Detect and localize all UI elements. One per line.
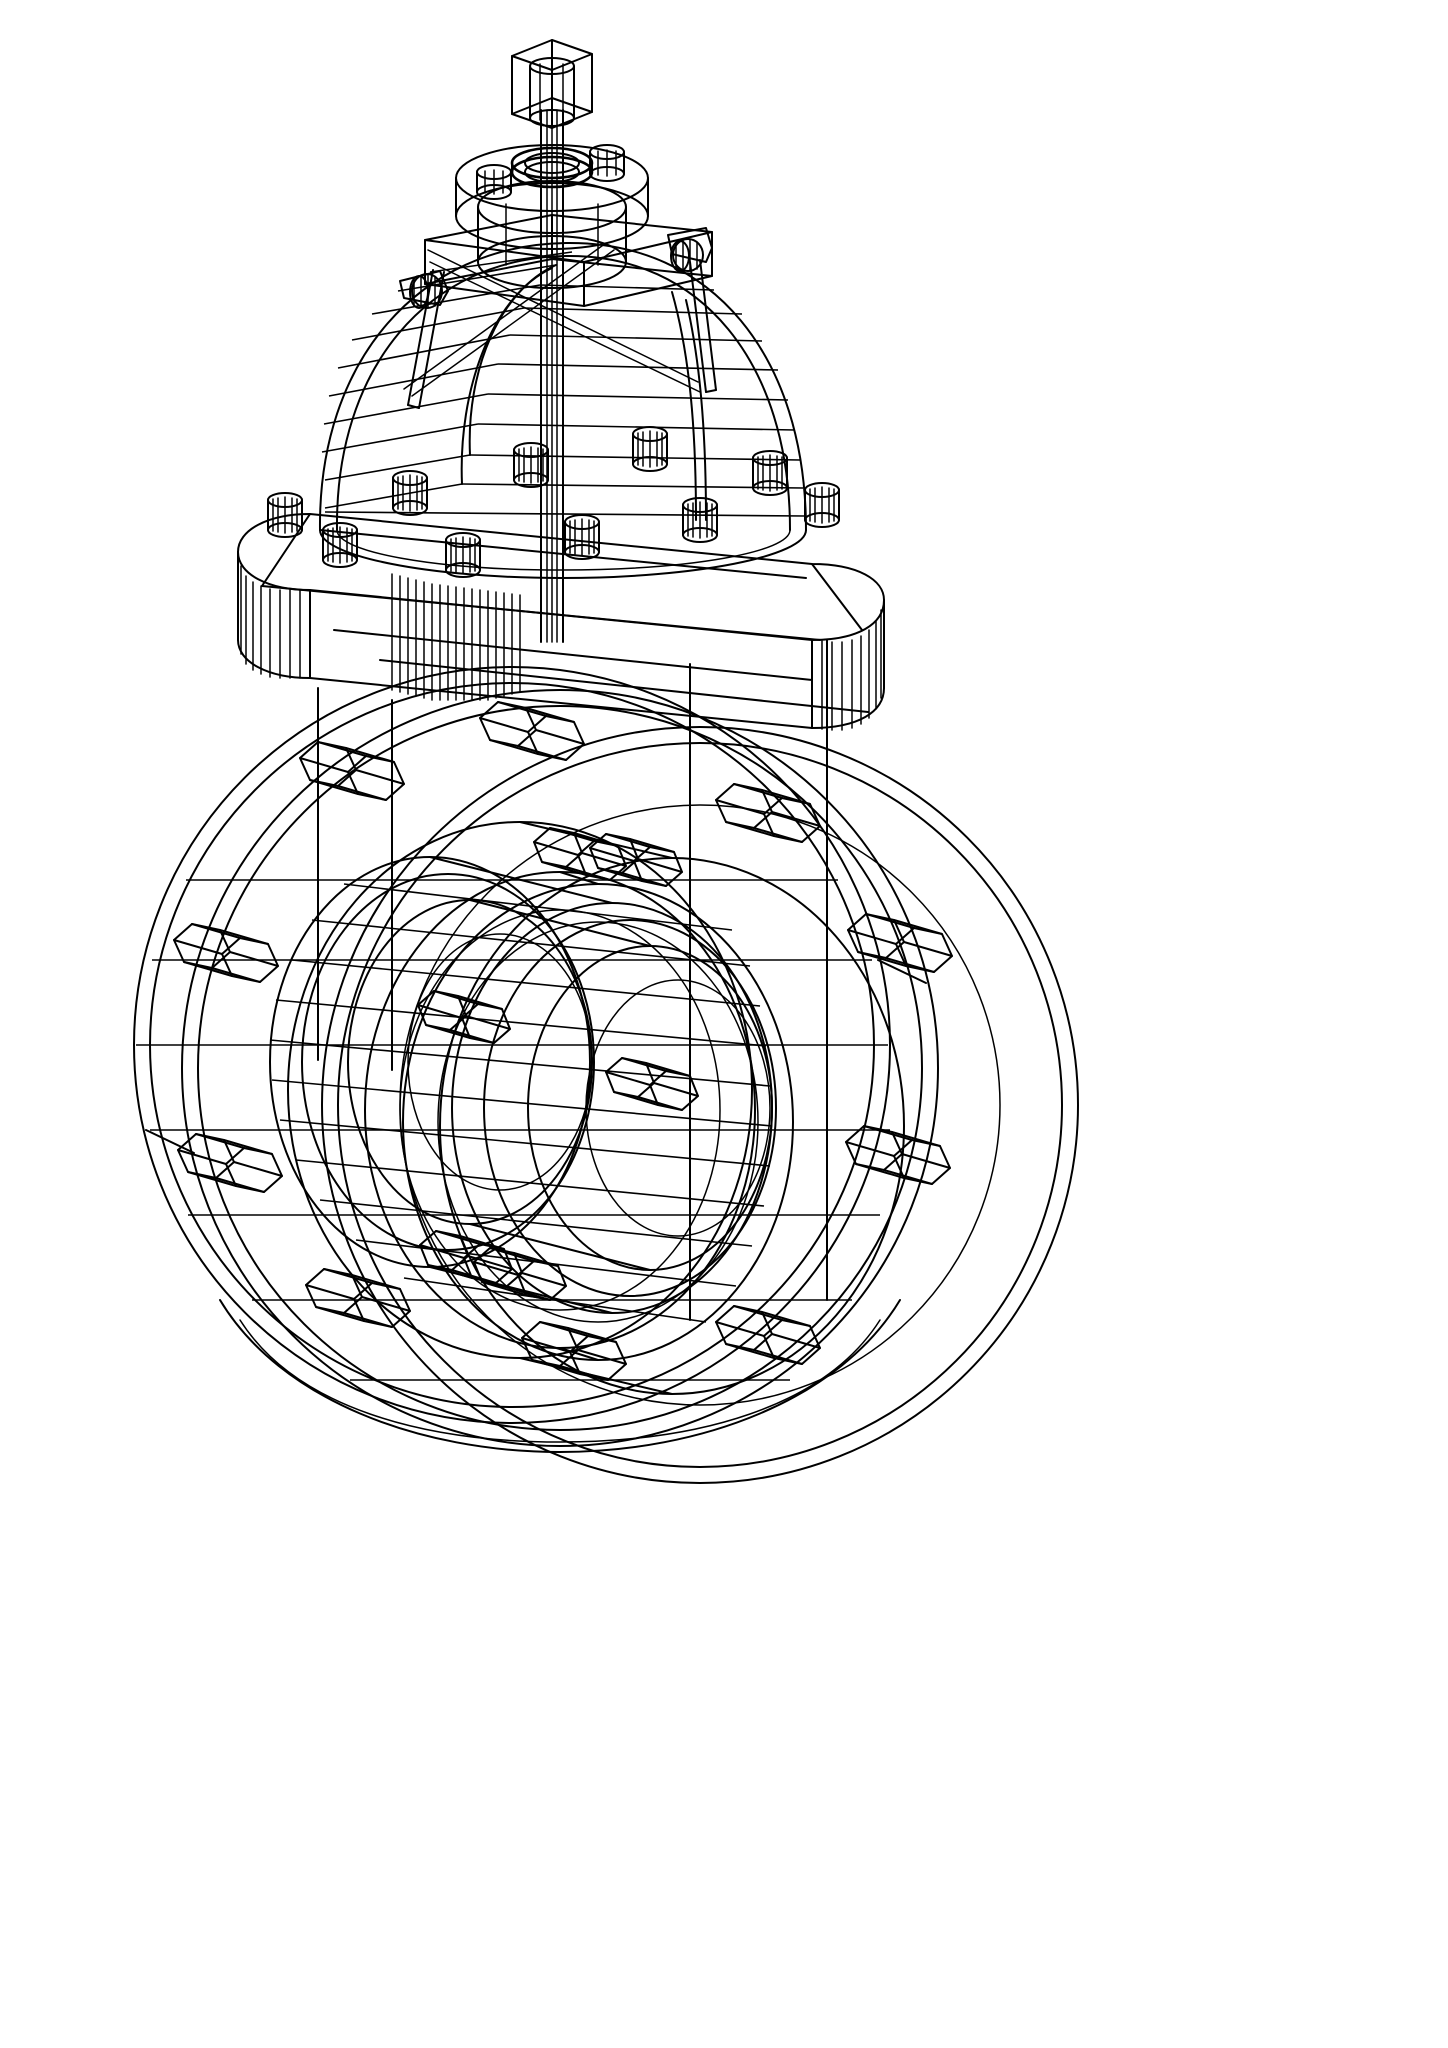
bonnet-stud xyxy=(753,451,787,495)
hex-bolt xyxy=(716,1306,820,1364)
seat-ring-group xyxy=(288,822,904,1394)
bonnet-stud xyxy=(446,533,480,577)
hex-bolt xyxy=(848,914,952,972)
hex-bolt xyxy=(306,1269,410,1327)
hex-bolt xyxy=(716,784,820,842)
body-bottom-cap xyxy=(220,1300,900,1452)
yoke-bracket xyxy=(403,215,716,408)
body-flange-front xyxy=(322,727,1078,1483)
bonnet-stud xyxy=(565,515,599,559)
hex-bolt xyxy=(474,1248,566,1300)
gland-bolt-right xyxy=(590,145,624,181)
bonnet-stud-set xyxy=(268,427,839,577)
gland-bolt-left xyxy=(477,165,511,199)
pipe-bore-group xyxy=(270,857,776,1323)
hex-bolt xyxy=(174,924,278,982)
hex-bolt xyxy=(480,702,584,760)
bonnet-stud xyxy=(683,498,717,542)
bonnet-stud xyxy=(393,471,427,515)
bonnet-lug-left-hole xyxy=(410,274,442,308)
hex-bolt xyxy=(418,991,510,1043)
bonnet-stud xyxy=(323,523,357,567)
bonnet-stud xyxy=(805,483,839,527)
bonnet-stud xyxy=(268,493,302,537)
hex-bolt xyxy=(606,1058,698,1110)
hex-bolt xyxy=(300,742,404,800)
hex-bolt xyxy=(590,834,682,886)
bonnet-stud xyxy=(633,427,667,471)
hex-bolt xyxy=(178,1134,282,1192)
gate-wedge-disc xyxy=(365,872,793,1360)
bonnet-stud xyxy=(514,443,548,487)
bonnet-flange xyxy=(238,514,884,731)
